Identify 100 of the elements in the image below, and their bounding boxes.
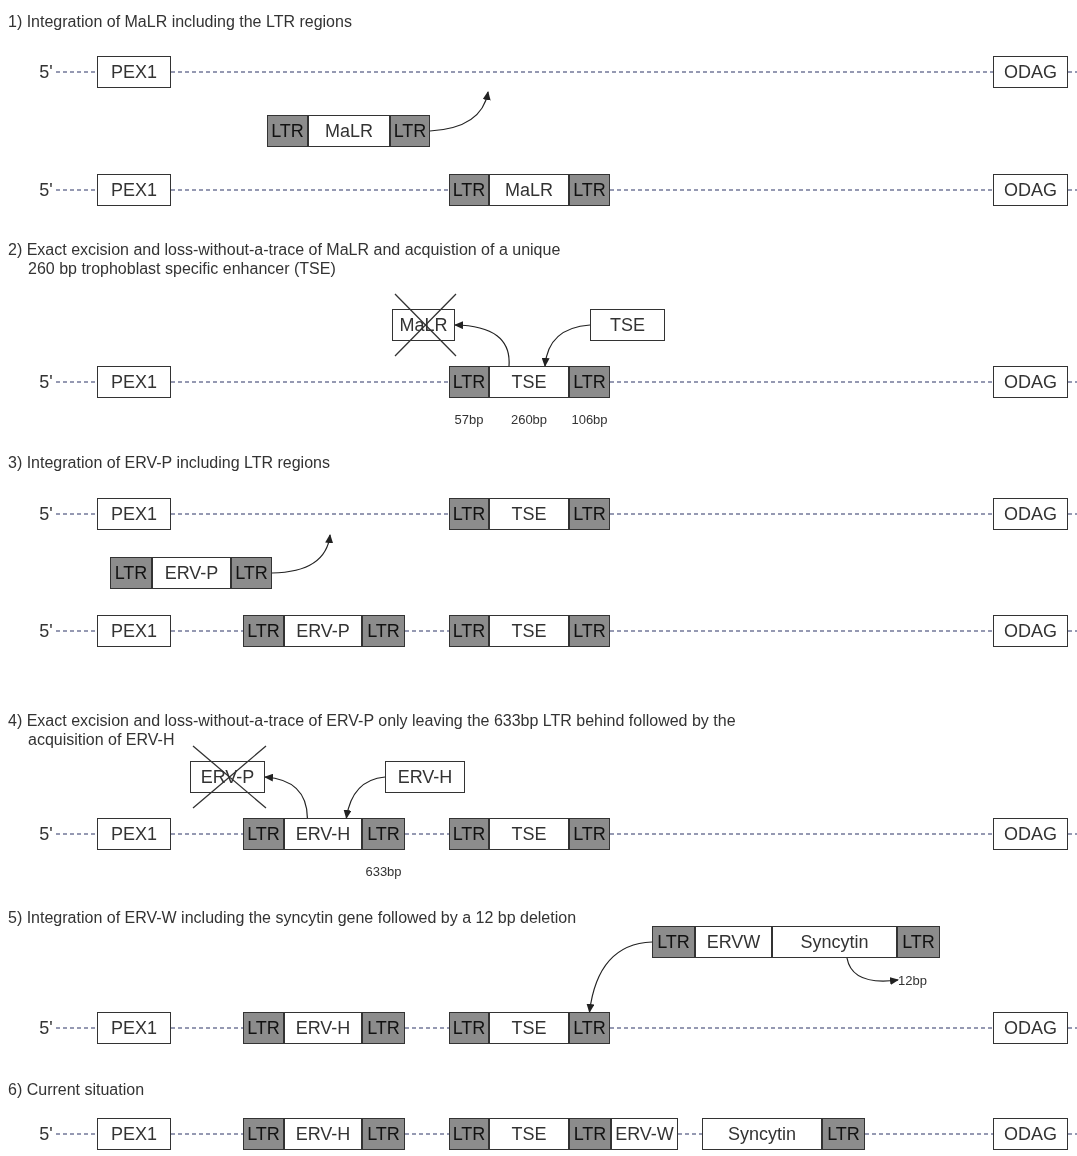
gene-box: ODAG xyxy=(993,615,1068,647)
dna-strand-line xyxy=(609,513,994,515)
element-box: ERV-P xyxy=(284,615,362,647)
dna-strand-line xyxy=(609,1027,994,1029)
element-box: ERV-H xyxy=(284,1118,362,1150)
ltr-segment: LTR xyxy=(449,1012,489,1044)
gene-box: PEX1 xyxy=(97,818,171,850)
ltr-segment: LTR xyxy=(449,366,489,398)
length-label: 633bp xyxy=(364,863,403,881)
curved-arrow xyxy=(343,776,386,819)
element-box: ERVW xyxy=(695,926,772,958)
element-box: ERV-P xyxy=(152,557,231,589)
ltr-segment: LTR xyxy=(652,926,695,958)
dna-strand-line xyxy=(1067,381,1077,383)
element-box: TSE xyxy=(489,615,569,647)
ltr-segment: LTR xyxy=(569,498,610,530)
gene-box: PEX1 xyxy=(97,366,171,398)
dna-strand-line xyxy=(404,1133,450,1135)
length-label: 260bp xyxy=(509,411,549,429)
dna-strand-line xyxy=(1067,513,1077,515)
dna-strand-line xyxy=(609,833,994,835)
gene-box: PEX1 xyxy=(97,1012,171,1044)
dna-strand-line xyxy=(55,833,98,835)
dna-strand-line xyxy=(1067,189,1077,191)
ltr-segment: LTR xyxy=(243,818,284,850)
dna-strand-line xyxy=(55,1027,98,1029)
curved-arrow xyxy=(264,773,308,819)
ltr-segment: LTR xyxy=(267,115,308,147)
five-prime-label: 5' xyxy=(36,178,56,202)
curved-arrow xyxy=(454,321,510,367)
step-heading: 3) Integration of ERV-P including LTR regions xyxy=(8,453,331,472)
dna-strand-line xyxy=(170,513,450,515)
element-box: ERV-H xyxy=(284,818,362,850)
dna-strand-line xyxy=(1067,71,1077,73)
element-box: TSE xyxy=(489,498,569,530)
step-heading: 5) Integration of ERV-W including the syncytin gene followed by a 12 bp deletion xyxy=(8,908,578,927)
ltr-segment: LTR xyxy=(362,818,405,850)
curved-arrow xyxy=(846,957,899,985)
five-prime-label: 5' xyxy=(36,619,56,643)
dna-strand-line xyxy=(55,189,98,191)
dna-strand-line xyxy=(864,1133,994,1135)
ltr-segment: LTR xyxy=(243,615,284,647)
ltr-segment: LTR xyxy=(897,926,940,958)
step-heading: 1) Integration of MaLR including the LTR regions xyxy=(8,12,353,31)
ltr-segment: LTR xyxy=(243,1118,284,1150)
dna-strand-line xyxy=(170,71,994,73)
element-box: Syncytin xyxy=(702,1118,822,1150)
dna-strand-line xyxy=(55,1133,98,1135)
curved-arrow xyxy=(271,534,333,574)
dna-strand-line xyxy=(1067,1027,1077,1029)
dna-strand-line xyxy=(170,381,450,383)
element-box: TSE xyxy=(489,366,569,398)
five-prime-label: 5' xyxy=(36,60,56,84)
five-prime-label: 5' xyxy=(36,370,56,394)
deletion-label: 12bp xyxy=(898,971,940,989)
ltr-segment: LTR xyxy=(449,174,489,206)
element-box: TSE xyxy=(590,309,665,341)
gene-box: ODAG xyxy=(993,498,1068,530)
five-prime-label: 5' xyxy=(36,822,56,846)
ltr-segment: LTR xyxy=(569,174,610,206)
curved-arrow xyxy=(429,91,491,132)
dna-strand-line xyxy=(170,1027,244,1029)
gene-box: PEX1 xyxy=(97,615,171,647)
ltr-segment: LTR xyxy=(822,1118,865,1150)
dna-strand-line xyxy=(609,381,994,383)
gene-box: PEX1 xyxy=(97,498,171,530)
ltr-segment: LTR xyxy=(569,1118,611,1150)
dna-strand-line xyxy=(609,189,994,191)
step-heading: 2) Exact excision and loss-without-a-trace of MaLR and acquistion of a unique 260 bp trophoblast specific enhancer (TSE) xyxy=(8,240,562,278)
element-box: ERV-H xyxy=(284,1012,362,1044)
ltr-segment: LTR xyxy=(243,1012,284,1044)
gene-box: PEX1 xyxy=(97,1118,171,1150)
ltr-segment: LTR xyxy=(449,818,489,850)
dna-strand-line xyxy=(55,630,98,632)
step-heading: 4) Exact excision and loss-without-a-trace of ERV-P only leaving the 633bp LTR behind followed by the acquisition of ERV-H xyxy=(8,711,737,749)
dna-strand-line xyxy=(1067,630,1077,632)
ltr-segment: LTR xyxy=(390,115,430,147)
dna-strand-line xyxy=(55,513,98,515)
ltr-segment: LTR xyxy=(569,366,610,398)
step-heading: 6) Current situation xyxy=(8,1080,146,1099)
ltr-segment: LTR xyxy=(569,1012,610,1044)
five-prime-label: 5' xyxy=(36,502,56,526)
dna-strand-line xyxy=(404,1027,450,1029)
length-label: 57bp xyxy=(453,411,485,429)
element-box: MaLR xyxy=(308,115,390,147)
element-box: ERV-H xyxy=(385,761,465,793)
gene-box: ODAG xyxy=(993,818,1068,850)
dna-strand-line xyxy=(609,630,994,632)
gene-box: ODAG xyxy=(993,1012,1068,1044)
element-box: MaLR xyxy=(489,174,569,206)
gene-box: ODAG xyxy=(993,1118,1068,1150)
five-prime-label: 5' xyxy=(36,1122,56,1146)
gene-box: ODAG xyxy=(993,174,1068,206)
ltr-segment: LTR xyxy=(449,498,489,530)
element-box: Syncytin xyxy=(772,926,897,958)
ltr-segment: LTR xyxy=(569,818,610,850)
dna-strand-line xyxy=(170,630,244,632)
ltr-segment: LTR xyxy=(362,615,405,647)
element-box: TSE xyxy=(489,818,569,850)
dna-strand-line xyxy=(55,381,98,383)
